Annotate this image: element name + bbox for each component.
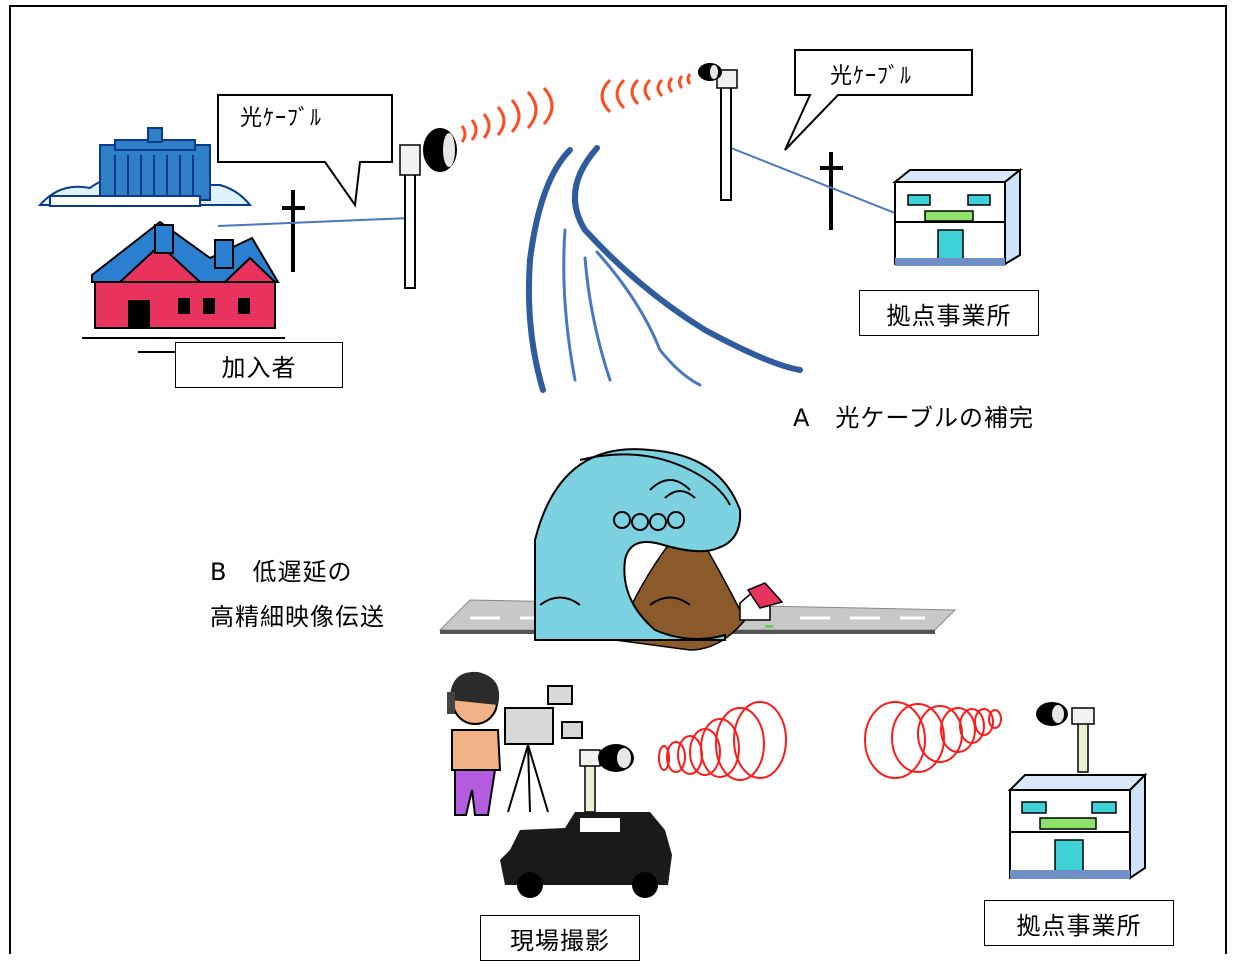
utility-pole-right-icon	[820, 152, 843, 230]
antenna-tower-left-icon	[399, 128, 457, 289]
base-office-bottom-label: 拠点事業所	[984, 900, 1174, 946]
caption-b-line2: 高精細映像伝送	[210, 603, 385, 631]
callout-top-right-text: 光ｹｰﾌﾞﾙ	[830, 64, 913, 89]
camera-operator-icon	[447, 671, 583, 816]
base-office-bottom-icon	[1007, 702, 1148, 880]
cable-right	[730, 147, 896, 214]
wireless-circles-right-icon	[864, 701, 1002, 779]
relay-vehicle-icon	[500, 744, 672, 898]
callout-top-left-text: 光ｹｰﾌﾞﾙ	[240, 106, 323, 131]
caption-a: A 光ケーブルの補完	[793, 404, 1034, 432]
river-icon	[525, 145, 803, 393]
antenna-tower-right-icon	[698, 63, 738, 201]
cable-left	[217, 217, 411, 227]
caption-b-line1: B 低遅延の	[210, 558, 353, 586]
small-house-icon	[739, 582, 784, 628]
tsunami-wave-icon	[534, 448, 746, 651]
subscriber-house-icon	[82, 220, 285, 353]
utility-pole-left-icon	[282, 190, 305, 272]
callout-top-left-shape	[217, 94, 393, 208]
distant-building-icon	[37, 127, 253, 207]
base-office-top-label: 拠点事業所	[859, 290, 1039, 336]
base-office-top-icon	[892, 167, 1023, 266]
wireless-waves-right-icon	[600, 73, 692, 114]
subscriber-label: 加入者	[175, 342, 343, 388]
callout-top-right-shape	[784, 49, 973, 151]
wireless-circles-left-icon	[658, 701, 787, 781]
diagram-border	[9, 5, 1227, 954]
field-shooting-label: 現場撮影	[480, 915, 640, 961]
wireless-waves-left-icon	[460, 87, 554, 143]
